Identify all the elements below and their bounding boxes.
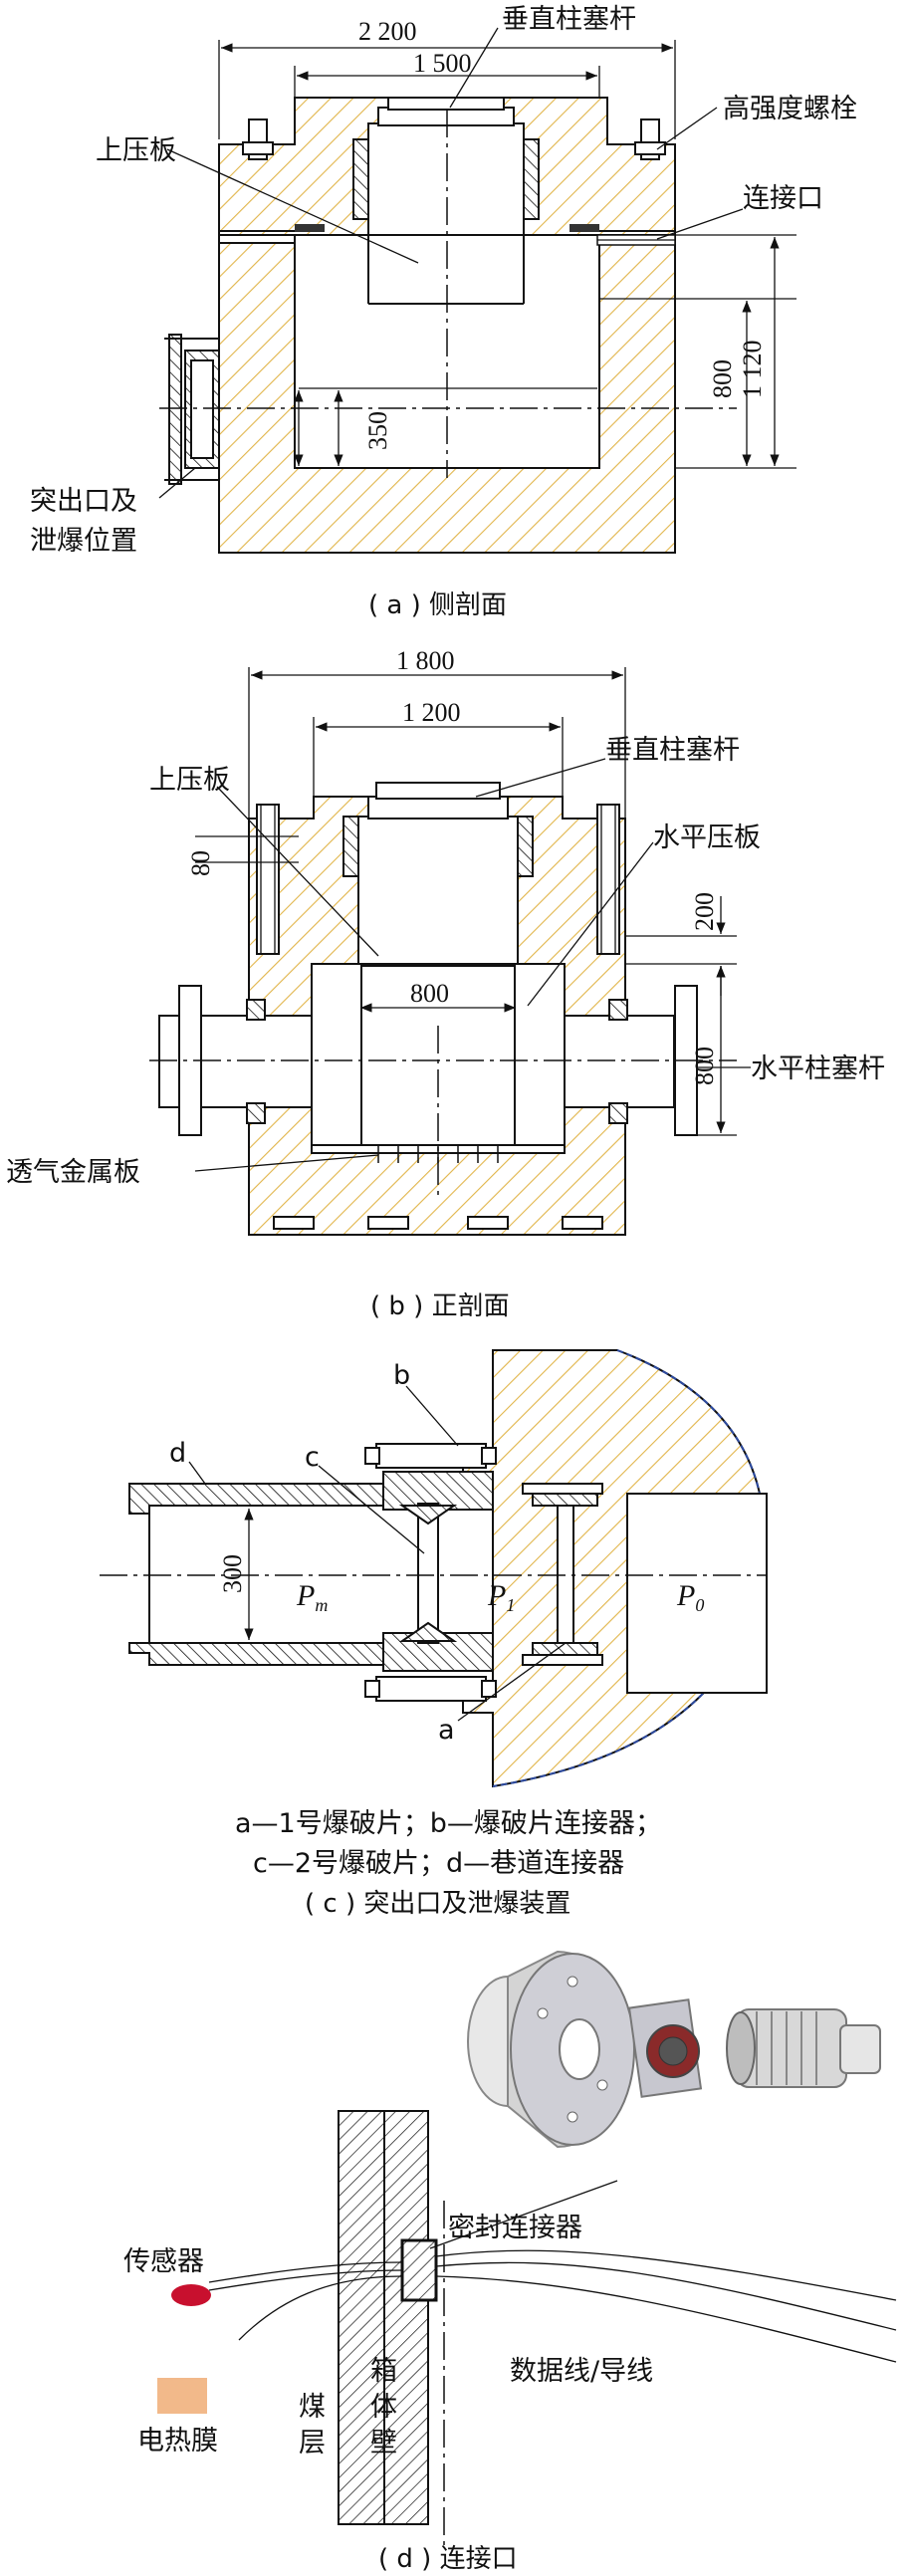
dim-b-1200: 1 200 <box>402 698 461 727</box>
connector-illustration <box>467 1950 881 2149</box>
label-d-wall-1: 箱 <box>370 2356 397 2387</box>
dim-c-300: 300 <box>218 1554 247 1593</box>
outlet-flange <box>164 334 220 485</box>
label-d-wall-3: 壁 <box>370 2428 397 2459</box>
heating-film-icon <box>157 2378 207 2414</box>
label-b-hplate: 水平压板 <box>653 822 761 853</box>
label-b-plate: 上压板 <box>149 765 230 796</box>
label-a-port: 连接口 <box>743 183 823 214</box>
label-b-metal: 透气金属板 <box>6 1157 140 1188</box>
caption-d: ( d ) 连接口 <box>378 2544 518 2574</box>
horizontal-plunger-left <box>158 985 313 1136</box>
tunnel-connector <box>128 1483 384 1666</box>
panel-b: 1 800 1 200 <box>6 646 885 1321</box>
sensor-icon <box>171 2284 211 2306</box>
panel-d: 密封连接器 传感器 电热膜 数据线/导线 煤 层 箱 体 壁 ( d ) 连接口 <box>123 1950 897 2574</box>
pressure-p1: P1 <box>487 1579 515 1615</box>
dim-a-350: 350 <box>363 411 392 450</box>
label-d-coal-1: 煤 <box>299 2392 326 2423</box>
panel-a: 2 200 1 500 <box>30 4 857 620</box>
horizontal-plunger-right <box>564 985 698 1136</box>
dim-a-1120: 1 120 <box>738 341 767 399</box>
label-a-rod: 垂直柱塞杆 <box>502 4 636 35</box>
dim-b-200: 200 <box>690 892 719 931</box>
label-d-coal-2: 层 <box>299 2428 326 2459</box>
caption-b: ( b ) 正剖面 <box>370 1291 510 1321</box>
burst-disc-2 <box>398 1503 458 1644</box>
bolt-right <box>634 118 666 160</box>
bolt-left <box>242 118 274 160</box>
dim-b-800-right: 800 <box>690 1047 719 1085</box>
label-c-a: a <box>438 1715 455 1746</box>
label-d-connector: 密封连接器 <box>448 2213 582 2243</box>
dim-b-80: 80 <box>186 850 215 876</box>
front-plunger <box>357 816 519 967</box>
panel-c: 300 Pm P1 P0 b c d a a—1号爆破片；b—爆破片连接器； c… <box>100 1349 768 1919</box>
vertical-plunger <box>367 122 525 236</box>
dim-a-2200: 2 200 <box>358 17 417 46</box>
caption-c: ( c ) 突出口及泄爆装置 <box>305 1889 570 1919</box>
label-d-sensor: 传感器 <box>123 2246 204 2277</box>
label-d-film: 电热膜 <box>137 2426 218 2457</box>
burst-disc-1 <box>522 1483 603 1666</box>
pressure-p0: P0 <box>676 1579 704 1615</box>
label-a-plate: 上压板 <box>96 135 176 166</box>
dim-a-1500: 1 500 <box>413 49 472 78</box>
legend-c-2: c—2号爆破片；d—巷道连接器 <box>253 1848 624 1879</box>
sealed-connector <box>400 2238 438 2302</box>
label-d-wall-2: 体 <box>370 2392 397 2423</box>
label-a-outlet-2: 泄爆位置 <box>30 526 137 557</box>
label-b-hrod: 水平柱塞杆 <box>751 1054 885 1084</box>
label-c-b: b <box>393 1360 410 1391</box>
pressure-pm: Pm <box>296 1579 328 1615</box>
caption-a: ( a ) 侧剖面 <box>368 590 507 620</box>
legend-c-1: a—1号爆破片；b—爆破片连接器； <box>235 1808 662 1839</box>
label-b-rod: 垂直柱塞杆 <box>605 735 740 766</box>
dim-b-1800: 1 800 <box>396 646 455 675</box>
label-a-bolt: 高强度螺栓 <box>723 94 857 124</box>
label-d-cable: 数据线/导线 <box>510 2356 653 2387</box>
label-a-outlet-1: 突出口及 <box>30 486 137 517</box>
label-c-c: c <box>305 1442 320 1473</box>
dim-b-800-mid: 800 <box>410 979 449 1008</box>
label-c-d: d <box>169 1438 186 1469</box>
dim-a-800: 800 <box>708 359 737 398</box>
